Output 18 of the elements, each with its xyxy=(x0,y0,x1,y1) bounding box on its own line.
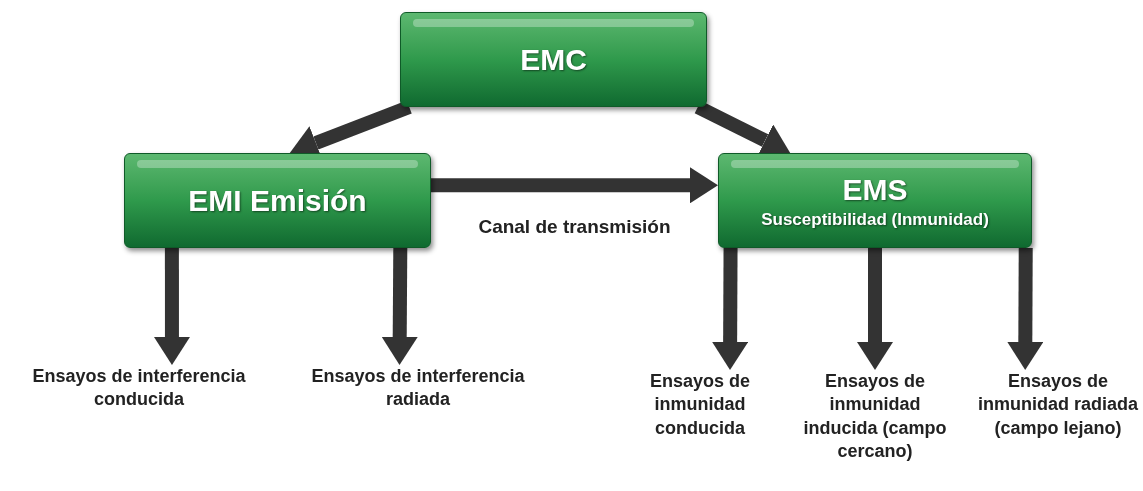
block-arrow xyxy=(1007,247,1044,370)
test-label: Ensayos de inmunidad radiada (campo lejano) xyxy=(977,370,1139,440)
block-arrow xyxy=(431,167,718,204)
category-box xyxy=(124,153,431,248)
test-label: Ensayos de interferencia radiada xyxy=(310,365,526,412)
test-label: Ensayos de interferencia conducida xyxy=(31,365,247,412)
test-label: Ensayos de inmunidad conducida xyxy=(648,370,751,440)
block-arrow xyxy=(712,247,749,370)
category-box xyxy=(400,12,707,107)
box-title: EMC xyxy=(520,41,587,78)
block-arrow xyxy=(857,248,893,370)
category-box xyxy=(718,153,1032,248)
block-arrow xyxy=(381,247,418,365)
box-title: EMS xyxy=(842,172,908,209)
box-title: EMI Emisión xyxy=(188,182,367,219)
block-arrow xyxy=(153,248,190,365)
box-subtitle: Susceptibilidad (Inmunidad) xyxy=(761,208,989,230)
test-label: Ensayos de inmunidad inducida (campo cercano) xyxy=(802,370,948,464)
